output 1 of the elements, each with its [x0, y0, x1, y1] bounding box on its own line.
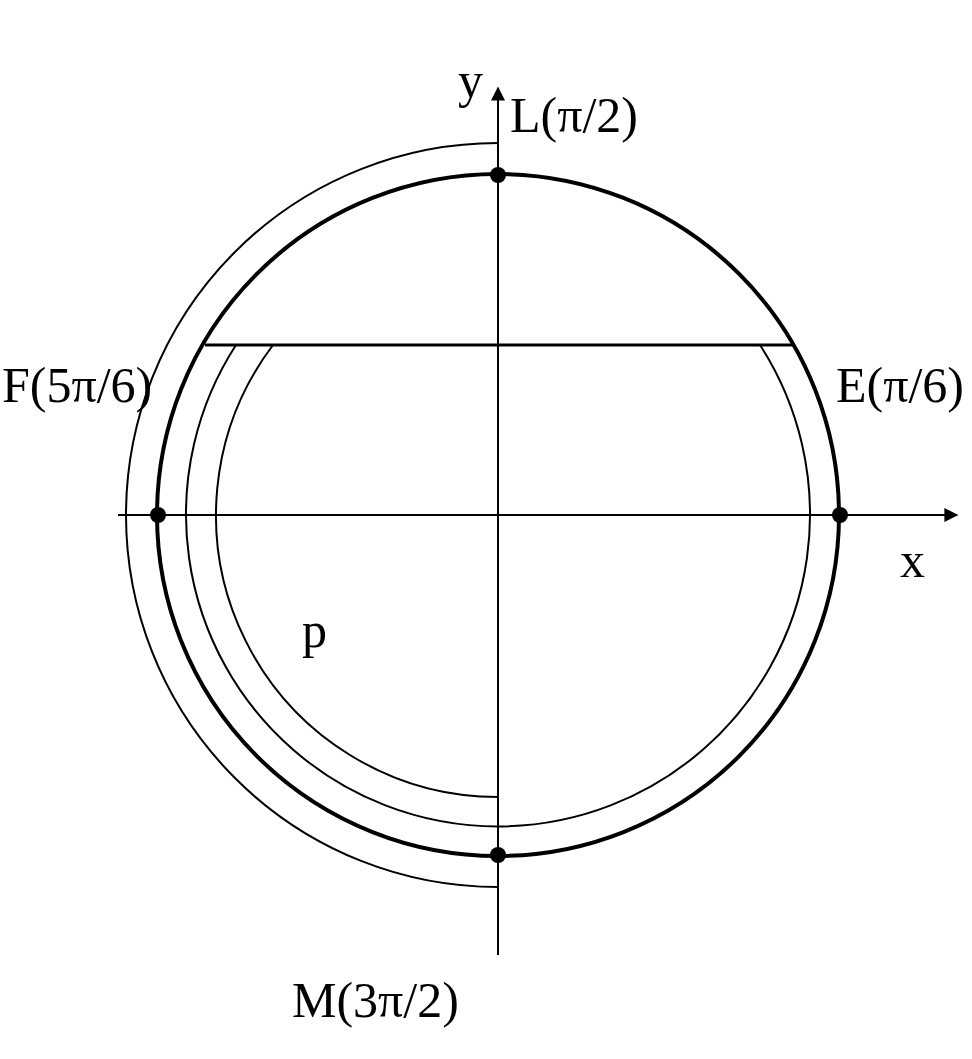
axis-label: x [900, 535, 925, 585]
